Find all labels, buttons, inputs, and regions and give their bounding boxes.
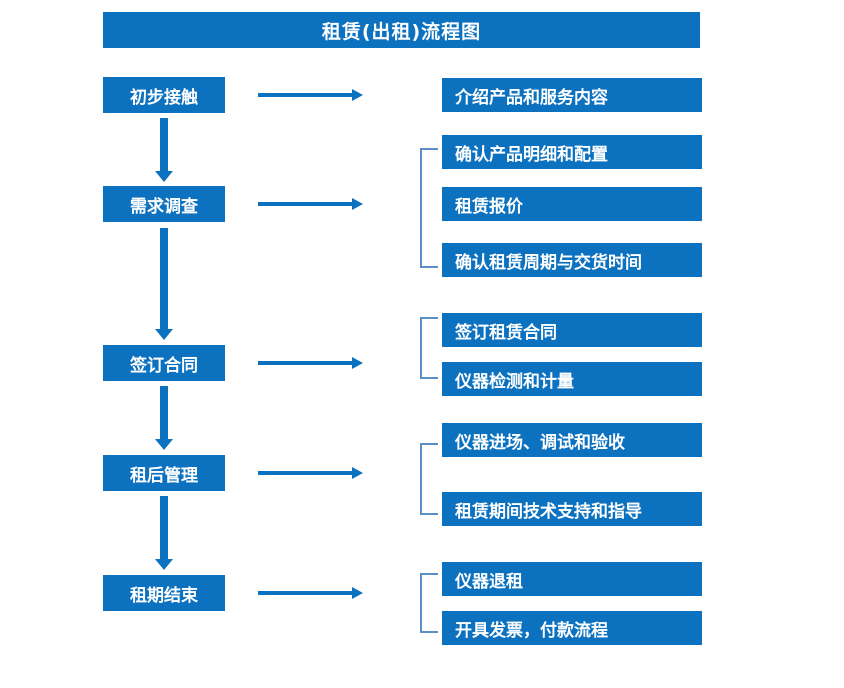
stage-connector-arrow-3-4 (155, 386, 173, 450)
arrow-shaft (258, 471, 353, 475)
detail-label-7: 仪器进场、调试和验收 (455, 432, 625, 453)
arrow-shaft (160, 228, 168, 329)
stage-connector-arrow-1-2 (155, 118, 173, 182)
detail-label-3: 租赁报价 (455, 196, 523, 217)
detail-label-2: 确认产品明细和配置 (455, 144, 608, 165)
detail-group-bracket-2 (420, 148, 438, 268)
stage-connector-arrow-4-5 (155, 496, 173, 570)
detail-label-4: 确认租赁周期与交货时间 (455, 252, 642, 273)
arrow-head-right-icon (352, 467, 363, 479)
detail-box-1[interactable]: 介绍产品和服务内容 (442, 78, 702, 112)
detail-label-1: 介绍产品和服务内容 (455, 87, 608, 108)
stage-box-4[interactable]: 租后管理 (103, 455, 225, 491)
stage-box-5[interactable]: 租期结束 (103, 575, 225, 611)
detail-label-6: 仪器检测和计量 (455, 371, 574, 392)
stage-label-2: 需求调查 (130, 196, 198, 217)
detail-box-6[interactable]: 仪器检测和计量 (442, 362, 702, 396)
arrow-shaft (258, 93, 353, 97)
stage-box-1[interactable]: 初步接触 (103, 77, 225, 113)
stage-box-3[interactable]: 签订合同 (103, 345, 225, 381)
arrow-head-down-icon (155, 171, 173, 182)
detail-box-3[interactable]: 租赁报价 (442, 187, 702, 221)
arrow-shaft (258, 202, 353, 206)
arrow-shaft (258, 361, 353, 365)
detail-group-bracket-4 (420, 443, 438, 515)
arrow-head-down-icon (155, 439, 173, 450)
stage-to-detail-arrow-4 (258, 467, 363, 479)
arrow-head-down-icon (155, 329, 173, 340)
arrow-head-right-icon (352, 198, 363, 210)
stage-to-detail-arrow-5 (258, 587, 363, 599)
detail-label-10: 开具发票，付款流程 (455, 620, 608, 641)
stage-label-1: 初步接触 (130, 87, 198, 108)
stage-label-5: 租期结束 (130, 585, 198, 606)
detail-box-5[interactable]: 签订租赁合同 (442, 313, 702, 347)
stage-label-3: 签订合同 (130, 355, 198, 376)
detail-box-8[interactable]: 租赁期间技术支持和指导 (442, 492, 702, 526)
arrow-head-right-icon (352, 587, 363, 599)
stage-to-detail-arrow-1 (258, 89, 363, 101)
stage-box-2[interactable]: 需求调查 (103, 186, 225, 222)
arrow-shaft (160, 118, 168, 171)
stage-to-detail-arrow-2 (258, 198, 363, 210)
detail-box-7[interactable]: 仪器进场、调试和验收 (442, 423, 702, 457)
arrow-head-down-icon (155, 559, 173, 570)
arrow-shaft (258, 591, 353, 595)
detail-box-2[interactable]: 确认产品明细和配置 (442, 135, 702, 169)
detail-group-bracket-3 (420, 317, 438, 379)
detail-group-bracket-5 (420, 573, 438, 633)
stage-label-4: 租后管理 (130, 465, 198, 486)
detail-box-4[interactable]: 确认租赁周期与交货时间 (442, 243, 702, 277)
detail-label-8: 租赁期间技术支持和指导 (455, 501, 642, 522)
arrow-shaft (160, 496, 168, 559)
detail-box-10[interactable]: 开具发票，付款流程 (442, 611, 702, 645)
detail-label-5: 签订租赁合同 (455, 322, 557, 343)
detail-label-9: 仪器退租 (455, 571, 523, 592)
arrow-head-right-icon (352, 89, 363, 101)
stage-to-detail-arrow-3 (258, 357, 363, 369)
arrow-head-right-icon (352, 357, 363, 369)
detail-box-9[interactable]: 仪器退租 (442, 562, 702, 596)
arrow-shaft (160, 386, 168, 439)
flowchart-title: 租赁(出租)流程图 (103, 12, 700, 48)
stage-connector-arrow-2-3 (155, 228, 173, 340)
